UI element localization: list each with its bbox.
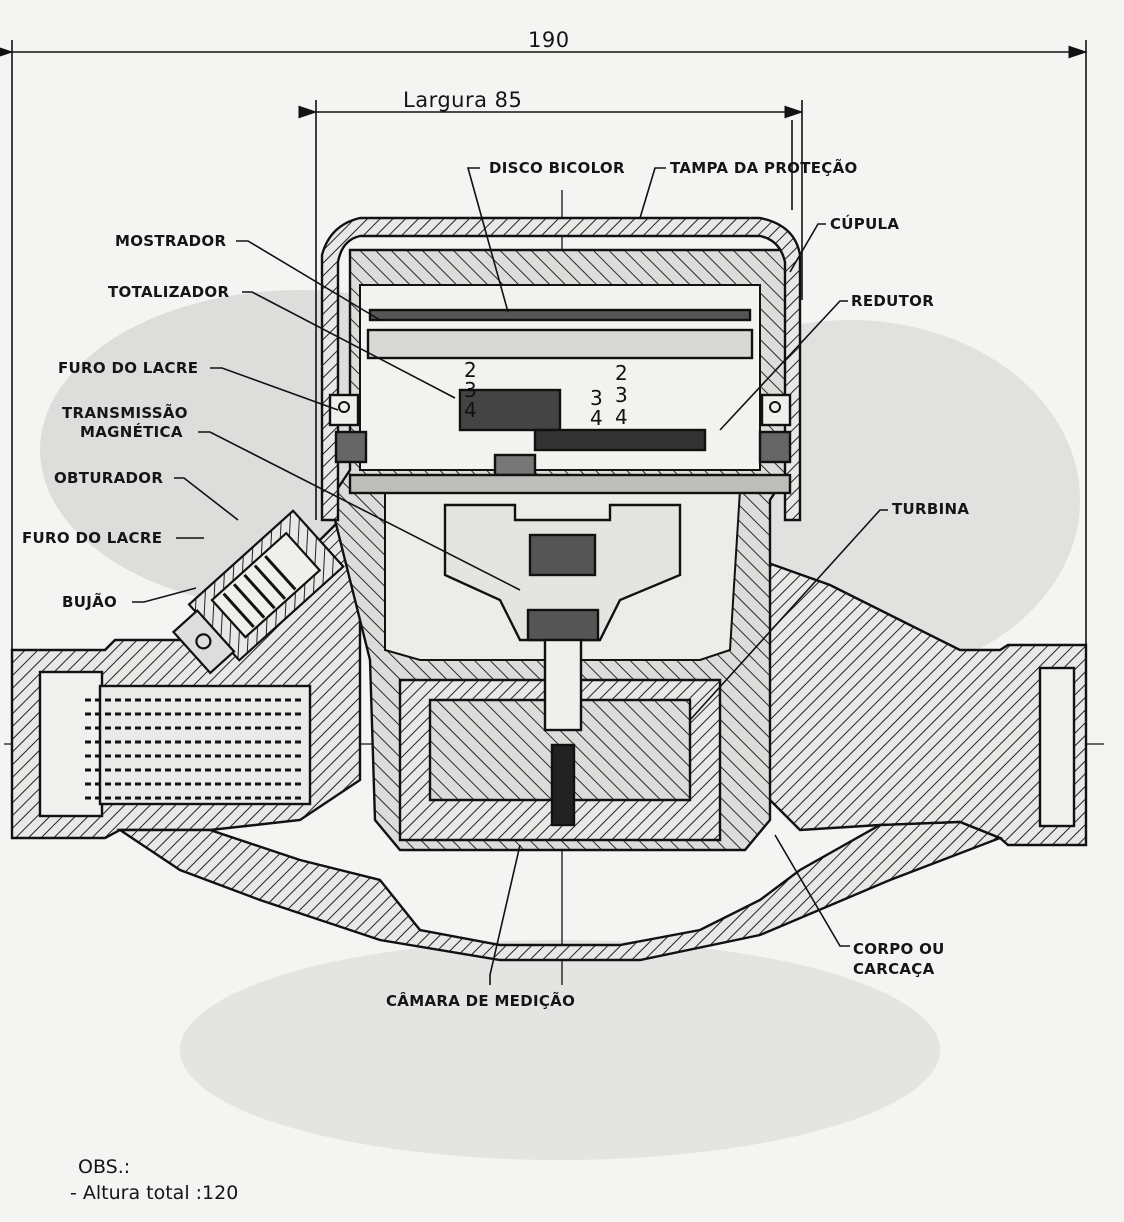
label-turbina: TURBINA [892, 500, 970, 518]
width-dimension-label: Largura 85 [403, 88, 523, 112]
dial-digits-right-a: 3 4 [590, 388, 603, 428]
dial-digit: 3 [590, 386, 603, 410]
note-altura-total: - Altura total :120 [70, 1182, 239, 1204]
label-corpo-ou: CORPO OU [853, 940, 945, 958]
label-redutor: REDUTOR [851, 292, 935, 310]
strainer-filter [85, 684, 312, 806]
dial-digit: 3 [464, 378, 477, 402]
dial-digits-right-b: 2 3 4 [615, 362, 628, 428]
label-furo-do-lacre-bottom: FURO DO LACRE [22, 529, 163, 547]
dial-digits-left: 2 3 4 [464, 360, 477, 420]
label-transmissao: TRANSMISSÃO [62, 404, 188, 422]
label-camara-de-medicao: CÂMARA DE MEDIÇÃO [386, 992, 576, 1010]
dial-digit: 4 [464, 398, 477, 422]
label-mostrador: MOSTRADOR [115, 232, 227, 250]
label-magnetica: MAGNÉTICA [80, 423, 183, 441]
dial-digit: 3 [615, 383, 628, 407]
meter-body [10, 216, 1088, 962]
label-totalizador: TOTALIZADOR [108, 283, 230, 301]
note-obs: OBS.: [78, 1156, 131, 1178]
total-width-dimension: 190 [528, 28, 570, 52]
plug-assembly [171, 509, 345, 675]
dial-digit: 4 [615, 405, 628, 429]
leader-lines [132, 167, 888, 985]
dial-digit: 4 [590, 406, 603, 430]
dial-digit: 2 [464, 358, 477, 382]
label-bujao: BUJÃO [62, 593, 118, 611]
label-cupula: CÚPULA [830, 215, 900, 233]
label-furo-do-lacre-top: FURO DO LACRE [58, 359, 199, 377]
label-tampa-da-protecao: TAMPA DA PROTEÇÃO [670, 159, 858, 177]
dial-digit: 2 [615, 361, 628, 385]
label-disco-bicolor: DISCO BICOLOR [489, 159, 625, 177]
label-carcaca: CARCAÇA [853, 960, 935, 978]
label-obturador: OBTURADOR [54, 469, 164, 487]
